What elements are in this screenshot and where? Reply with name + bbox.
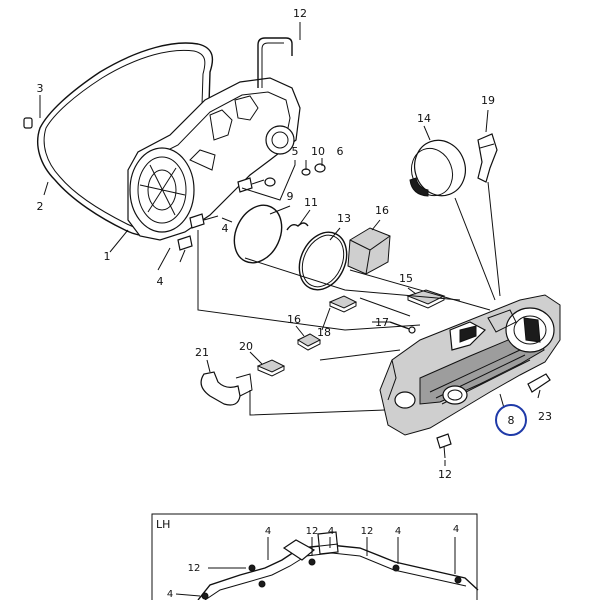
inset-label-4e: 4: [167, 589, 173, 600]
spring-part-9[interactable]: [286, 222, 309, 231]
wire-clip-part-13[interactable]: [257, 37, 293, 88]
stay-part-23[interactable]: [527, 373, 551, 393]
callout-17: 16: [287, 313, 301, 326]
callout-10: 9: [287, 190, 294, 203]
callout-4b: 4: [222, 222, 229, 235]
callout-23: 23: [538, 410, 552, 423]
filter-element-part-15[interactable]: [347, 227, 391, 275]
inset-label-4a: 4: [265, 526, 271, 537]
callout-9: 11: [304, 196, 318, 209]
inset-label-4c: 4: [395, 526, 401, 537]
pad-part-19[interactable]: [328, 295, 358, 313]
pad-part-16[interactable]: [406, 289, 446, 309]
callout-labels: 12 3 2 1 4 4 5 10 6 9 11 13 16 14 19 15 …: [37, 7, 553, 481]
plug-part-6[interactable]: [314, 163, 326, 173]
callout-8: 8: [508, 414, 515, 427]
pin-part-18[interactable]: [389, 321, 416, 334]
callout-16: 15: [399, 272, 413, 285]
callout-4a: 4: [157, 275, 164, 288]
hose-part-22[interactable]: [200, 371, 253, 406]
callout-11: 13: [337, 212, 351, 225]
leader-lines: [39, 22, 541, 466]
bolt-part-12[interactable]: [436, 433, 452, 459]
callout-19: 18: [317, 326, 331, 339]
washer-part-5[interactable]: [264, 177, 276, 187]
callout-7: 10: [311, 145, 325, 158]
callout-20: 19: [481, 94, 495, 107]
callout-5: 5: [292, 145, 299, 158]
inset-label-12a: 12: [306, 526, 319, 537]
callout-3: 3: [37, 82, 44, 95]
callout-13: 12: [293, 7, 307, 20]
bolt-part-4a[interactable]: [237, 177, 265, 193]
callout-18: 17: [375, 316, 389, 329]
case-cover-part-8[interactable]: [379, 294, 561, 436]
pad-part-21[interactable]: [256, 359, 286, 377]
inset-lh: LH 4 12 4 12 4 4 12 4: [151, 513, 479, 600]
dowel-part-3[interactable]: [23, 117, 33, 129]
callout-21: 20: [239, 340, 253, 353]
o-ring-part-11[interactable]: [290, 225, 355, 298]
inset-label-12c: 12: [188, 563, 201, 574]
inset-label-12b: 12: [361, 526, 374, 537]
inset-label-4d: 4: [453, 524, 459, 535]
callout-14: 14: [417, 112, 431, 125]
o-ring-part-10[interactable]: [225, 198, 290, 271]
inset-title: LH: [156, 518, 170, 531]
pad-part-17[interactable]: [296, 333, 322, 351]
crankcase-cover-part-1[interactable]: [127, 77, 301, 241]
callout-12: 12: [438, 468, 452, 481]
callout-1: 1: [104, 250, 111, 263]
bolt-part-4c[interactable]: [177, 235, 193, 263]
bolt-part-4b[interactable]: [189, 213, 219, 229]
callout-22: 21: [195, 346, 209, 359]
highlight-circle-8[interactable]: [495, 404, 527, 436]
inset-label-4b: 4: [328, 526, 334, 537]
callout-6: 6: [337, 145, 344, 158]
callout-2: 2: [37, 200, 44, 213]
bracket-part-20[interactable]: [477, 133, 498, 183]
duct-cap-part-14[interactable]: [405, 133, 473, 203]
callout-15: 16: [375, 204, 389, 217]
